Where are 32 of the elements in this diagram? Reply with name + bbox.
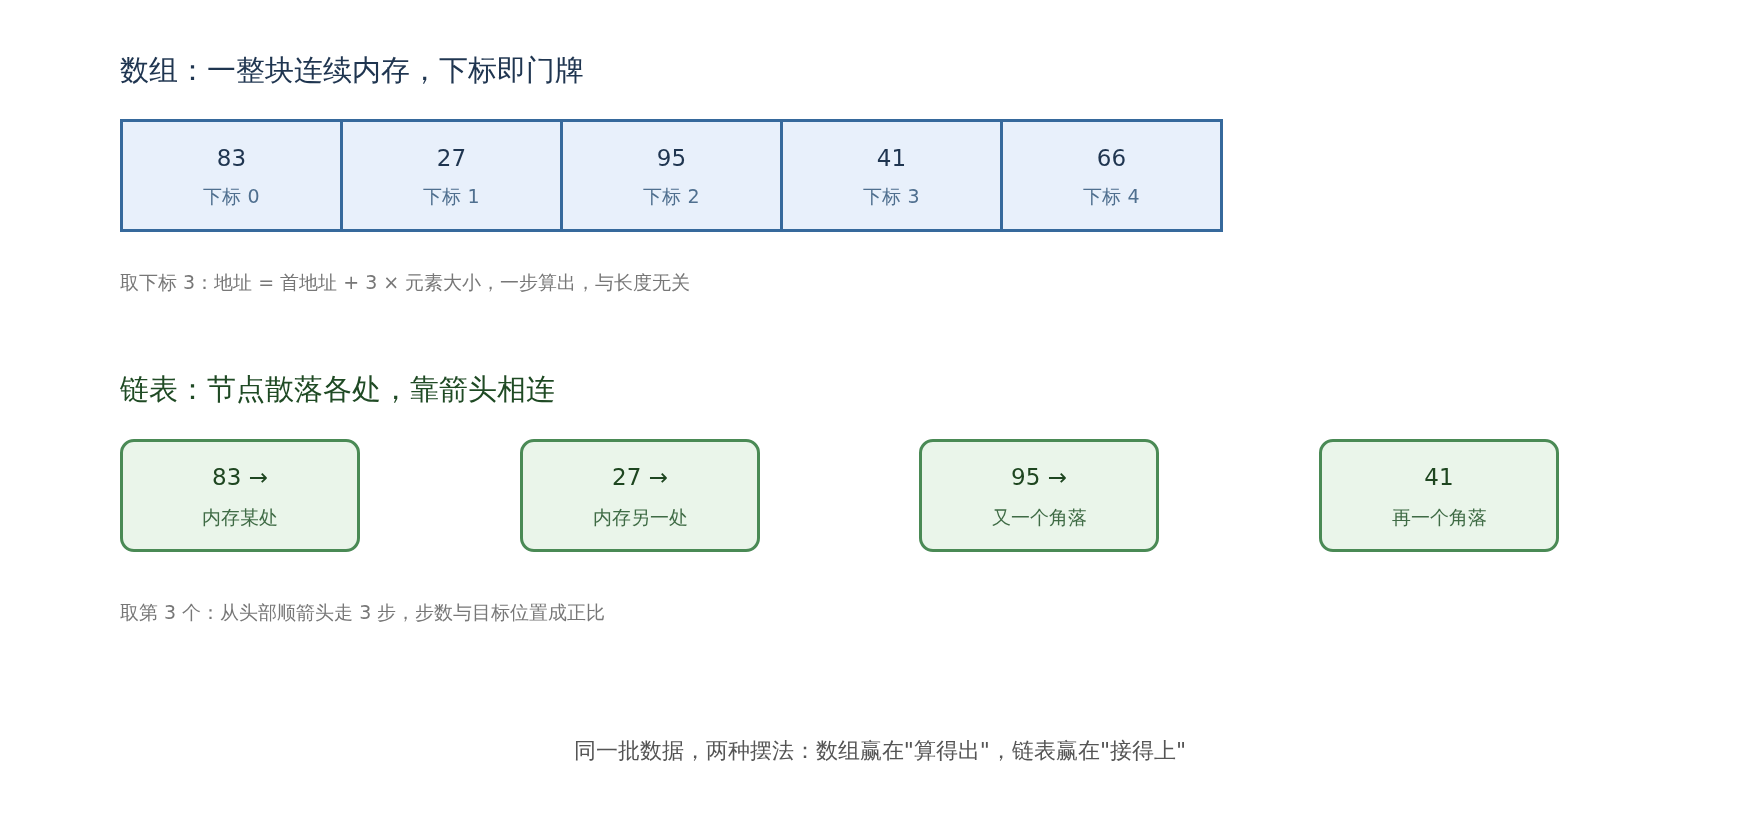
index-label: 下标 2 bbox=[643, 183, 700, 209]
location-label: 又一个角落 bbox=[991, 504, 1087, 530]
list-node bbox=[919, 439, 1159, 552]
list-node bbox=[520, 439, 760, 552]
index-label: 下标 4 bbox=[1083, 183, 1140, 209]
array-cell bbox=[780, 119, 1003, 232]
location-label: 内存另一处 bbox=[592, 504, 688, 530]
note-text: 取下标 3：地址 = 首地址 + 3 × 元素大小，一步算出，与长度无关 bbox=[120, 270, 691, 295]
index-label: 下标 0 bbox=[203, 183, 260, 209]
element-value: 83 bbox=[216, 143, 247, 173]
note-text: 取第 3 个：从头部顺箭头走 3 步，步数与目标位置成正比 bbox=[120, 600, 606, 625]
list-node bbox=[120, 439, 360, 552]
list-node bbox=[1319, 439, 1559, 552]
node-value: 41 bbox=[1424, 462, 1454, 492]
array-cell bbox=[120, 119, 343, 232]
index-label: 下标 1 bbox=[423, 183, 480, 209]
array-cell bbox=[340, 119, 563, 232]
section-heading: 链表：节点散落各处，靠箭头相连 bbox=[120, 371, 555, 408]
node-value: 95 → bbox=[1011, 462, 1067, 492]
location-label: 再一个角落 bbox=[1391, 504, 1487, 530]
node-value: 27 → bbox=[612, 462, 668, 492]
array-cell bbox=[560, 119, 783, 232]
caption-text: 同一批数据，两种摆法：数组赢在"算得出"，链表赢在"接得上" bbox=[573, 738, 1187, 763]
index-label: 下标 3 bbox=[863, 183, 920, 209]
element-value: 95 bbox=[656, 143, 687, 173]
element-value: 66 bbox=[1096, 143, 1127, 173]
node-value: 83 → bbox=[212, 462, 268, 492]
array-cell bbox=[1000, 119, 1223, 232]
element-value: 41 bbox=[876, 143, 907, 173]
element-value: 27 bbox=[436, 143, 467, 173]
location-label: 内存某处 bbox=[202, 504, 278, 530]
section-heading: 数组：一整块连续内存，下标即门牌 bbox=[120, 52, 584, 89]
